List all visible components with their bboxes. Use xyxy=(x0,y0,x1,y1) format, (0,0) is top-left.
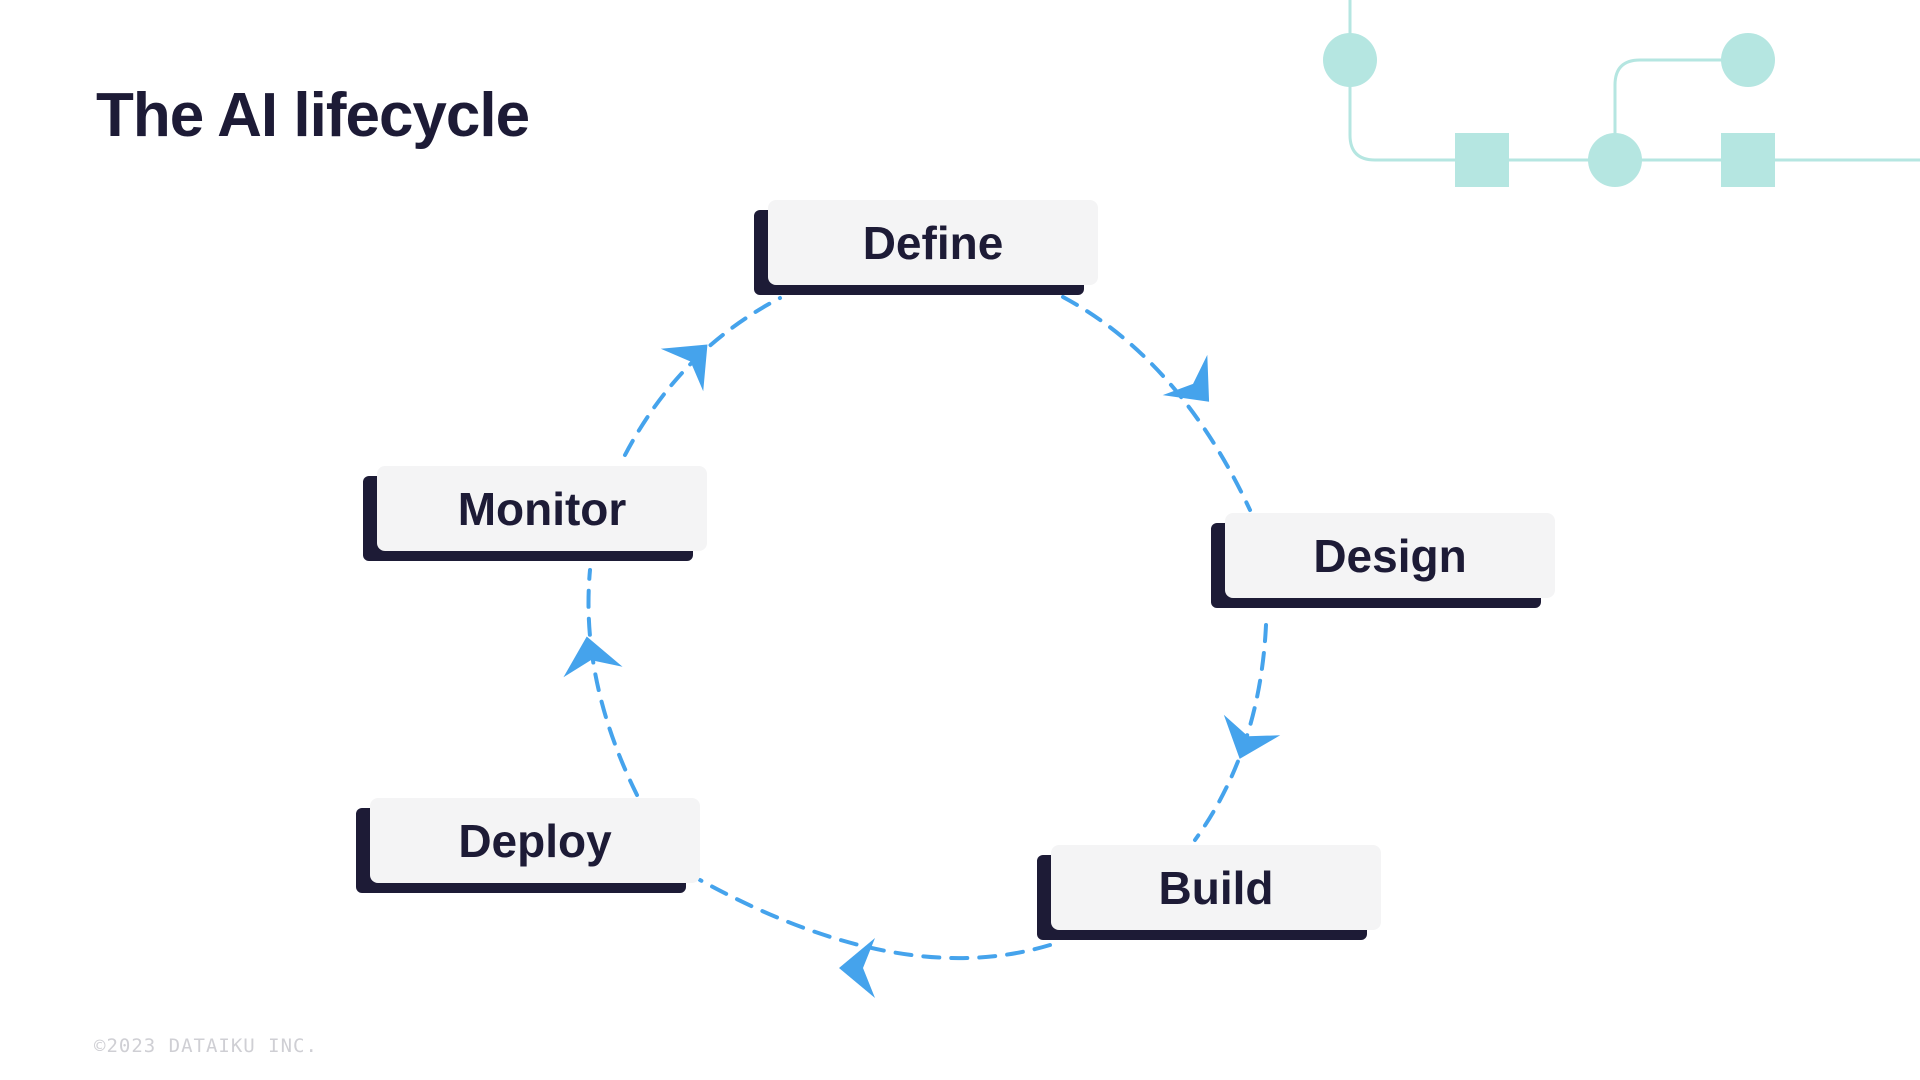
circuit-node-circle xyxy=(1323,33,1377,87)
stage-label-design: Design xyxy=(1313,529,1467,582)
connector-deploy-monitor xyxy=(586,568,639,797)
stage-label-monitor: Monitor xyxy=(457,482,627,535)
stage-deploy: Deploy xyxy=(356,798,700,893)
stage-label-build: Build xyxy=(1158,861,1274,914)
circuit-node-circle xyxy=(1588,133,1642,187)
arrow-deploy-monitor-icon xyxy=(563,636,623,678)
connector-build-deploy xyxy=(698,878,1052,961)
copyright-notice: ©2023 DATAIKU INC. xyxy=(94,1035,318,1057)
stage-face: Design xyxy=(1225,513,1555,598)
stage-face: Monitor xyxy=(377,466,707,551)
stage-label-define: Define xyxy=(862,216,1004,269)
stage-build: Build xyxy=(1037,845,1381,940)
circuit-node-square xyxy=(1721,133,1775,187)
arrow-design-build-icon xyxy=(1223,714,1281,759)
slide-title: The AI lifecycle xyxy=(96,81,530,150)
arrow-monitor-define-icon xyxy=(660,344,708,392)
arrow-build-deploy-icon xyxy=(839,938,875,998)
circuit-node-square xyxy=(1455,133,1509,187)
circuit-node-circle xyxy=(1721,33,1775,87)
circuit-decoration xyxy=(1323,0,1920,187)
stage-face: Define xyxy=(768,200,1098,285)
arrow-define-design-icon xyxy=(1162,354,1210,402)
connector-define-design xyxy=(1061,295,1252,512)
stage-monitor: Monitor xyxy=(363,466,707,561)
stage-design: Design xyxy=(1211,513,1555,608)
stage-face: Deploy xyxy=(370,798,700,883)
stage-label-deploy: Deploy xyxy=(458,814,612,867)
circuit-line-vertical xyxy=(1348,0,1920,162)
stage-face: Build xyxy=(1051,845,1381,930)
circuit-line-branch xyxy=(1613,58,1748,160)
stage-define: Define xyxy=(754,200,1098,295)
